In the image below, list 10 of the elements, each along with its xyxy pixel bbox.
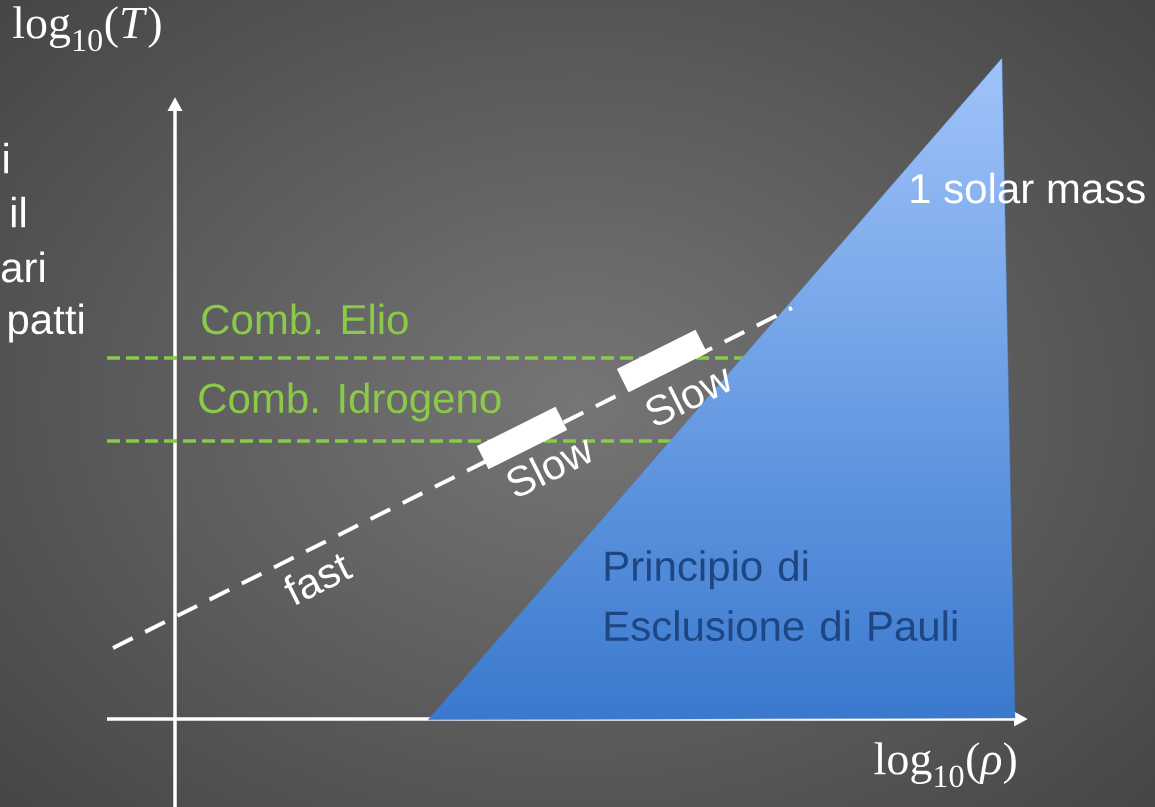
side-text: patti xyxy=(9,303,83,343)
level-label: Comb. Elio xyxy=(202,303,408,335)
side-text: ari xyxy=(1,251,44,283)
side-text: il xyxy=(11,196,25,228)
level-label: Comb. Idrogeno xyxy=(199,382,501,422)
side-text: i xyxy=(4,142,8,174)
track-label: fast xyxy=(284,554,354,605)
axis-label: log$_{10}$(T) xyxy=(13,6,161,52)
track-label: Slow xyxy=(507,439,591,496)
track-label: Slow xyxy=(646,368,730,425)
